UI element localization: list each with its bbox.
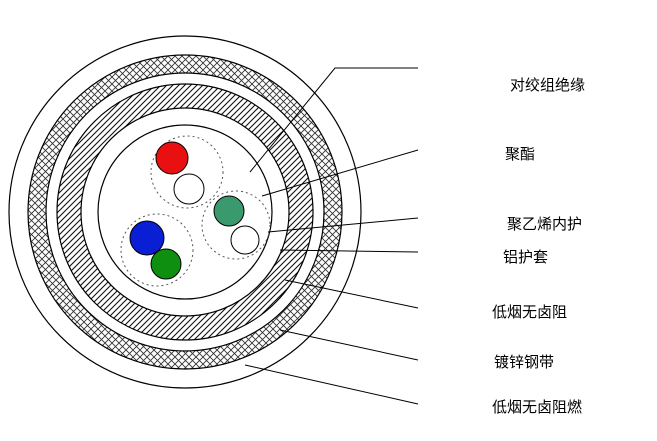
label-aluminum-sheath: 铝护套 [503,249,549,266]
conductor-white-right [230,225,260,255]
label-galvanized-steel-tape: 镀锌钢带 [494,354,555,371]
pair-group-right [201,190,271,260]
leader-lszh-flame-retardant [244,364,419,405]
hatched-sheath-ring [57,84,313,340]
cable-layers [8,35,362,389]
leader-pe-inner-sheath [267,217,419,233]
label-polyester: 聚酯 [505,146,536,163]
label-pe-inner-sheath: 聚乙烯内护 [507,216,583,233]
pair-group-top [150,135,224,209]
leader-twisted-pair-insulation [249,67,418,173]
conductor-red [155,141,189,175]
pair-group-left [120,213,194,287]
leader-polyester [261,149,419,197]
label-twisted-pair-insulation: 对绞组绝缘 [510,77,586,94]
conductor-green-dark [150,248,182,280]
steel-tape-outer-boundary [27,54,343,370]
label-lszh-flame-retardant: 低烟无卤阻燃 [492,399,583,416]
conductor-white-top [173,173,205,205]
hatched-ring-inner-boundary [80,107,290,317]
steel-tape-ring [28,55,342,369]
inner-sheath-circle [97,124,273,300]
conductor-green-light [213,195,245,227]
steel-tape-inner-boundary [45,72,325,352]
leader-galvanized-steel-tape [279,329,419,361]
conductor-blue [129,220,165,256]
leader-aluminum-sheath [279,249,419,253]
leader-lines [244,67,419,405]
hatched-ring-outer-boundary [56,83,314,341]
label-lszh-inner: 低烟无卤阻 [492,304,568,321]
leader-lszh-inner [284,279,419,309]
conductors [129,141,260,280]
twisted-pair-groups [120,135,271,287]
